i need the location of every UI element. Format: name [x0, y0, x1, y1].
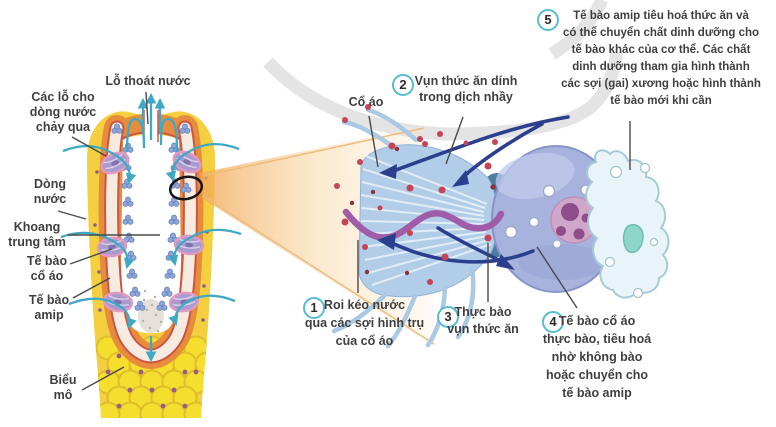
label-collar: Cổ áo: [348, 95, 384, 109]
callout-2-text: Vụn thức ăn dính trong dịch nhầy: [414, 74, 518, 104]
label-epithelium: Biểu mô: [49, 373, 77, 402]
amoebocyte-body: [585, 149, 670, 299]
flagellum: [342, 208, 505, 241]
water-flow-arrowheads: [377, 164, 515, 270]
callout-2-badge: 2: [392, 74, 414, 96]
amoebocyte-vacuoles: [604, 162, 659, 299]
pointer-lines: [57, 91, 631, 391]
background-ring: [263, 0, 624, 141]
callout-5-badge: 5: [537, 9, 559, 31]
label-collar-cell: Tế bào cổ áo: [26, 254, 68, 283]
amoebocyte: [585, 149, 670, 299]
highlight-ellipse: [168, 175, 204, 201]
amoebocyte-nucleus: [622, 224, 644, 254]
sponge-illustration: [60, 92, 242, 418]
label-water-current: Dòng nước: [33, 177, 67, 206]
osculum-arrows: [125, 92, 179, 153]
callout-1-text: Roi kéo nước qua các sợi hình trụ của cổ…: [304, 298, 425, 348]
label-incurrent-pores: Các lỗ cho dòng nước chảy qua: [29, 90, 97, 134]
callout-5-text: Tế bào amip tiêu hoá thức ăn và có thể c…: [561, 10, 761, 107]
callout-3-badge: 3: [437, 306, 459, 328]
food-particles: [334, 104, 498, 285]
callout-4-badge: 4: [542, 311, 564, 333]
water-arrows: [60, 92, 242, 363]
label-central-cavity: Khoang trung tâm: [8, 220, 66, 249]
callout-3-text: Thực bào vụn thức ăn: [447, 305, 519, 336]
label-amoebocyte: Tế bào amip: [28, 293, 70, 322]
nucleus: [550, 196, 598, 244]
label-water-outlet: Lỗ thoát nước: [105, 74, 191, 88]
callout-4-text: Tế bào cổ áo thực bào, tiêu hoá nhờ khôn…: [542, 314, 652, 400]
callout-1-badge: 1: [303, 297, 325, 319]
